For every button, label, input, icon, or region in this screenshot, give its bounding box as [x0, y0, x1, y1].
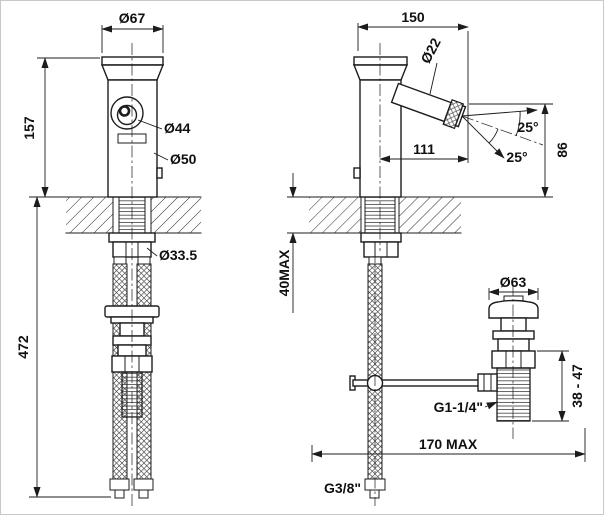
dim-label-spray-angle-lower: 25° — [506, 149, 527, 165]
dim-label-spout-tube-diameter: Ø22 — [417, 35, 444, 66]
dim-reach-111: 111 — [379, 141, 469, 163]
dim-label-spout-top-diameter: Ø67 — [119, 10, 146, 26]
pop-up-rod — [349, 374, 480, 392]
dim-height-above-deck: 157 — [21, 57, 100, 198]
dim-spout-tube-diameter: Ø22 — [417, 35, 444, 95]
faucet-body-side — [352, 56, 467, 198]
dim-label-inlet-thread: G3/8" — [324, 480, 361, 496]
mounting-shank-side — [360, 196, 402, 258]
dim-label-spout-reach: 111 — [413, 141, 435, 157]
dim-label-height-above-deck: 157 — [21, 116, 37, 140]
dim-label-waste-adjust-range: 38 - 47 — [569, 364, 585, 408]
dim-label-waste-thread: G1-1/4" — [434, 399, 483, 415]
dim-shank-diameter: Ø33.5 — [146, 247, 197, 263]
dim-label-handle-diameter: Ø44 — [164, 120, 191, 136]
spray-angle-annotation: 25° 25° — [461, 107, 544, 165]
dim-label-spout-height: 86 — [554, 142, 570, 158]
dim-waste-cap-diameter: Ø63 — [488, 274, 539, 300]
pop-up-waste-side — [477, 295, 539, 422]
side-view: 25° 25° — [276, 9, 586, 506]
dim-label-shank-diameter: Ø33.5 — [159, 247, 197, 263]
dim-front-top-diameter: Ø67 — [101, 10, 164, 53]
dim-waste-distance: 170 MAX — [311, 428, 586, 462]
dim-label-body-diameter: Ø50 — [170, 151, 197, 167]
front-view: Ø67 157 472 Ø44 Ø50 Ø33.5 — [15, 10, 202, 506]
dim-label-waste-cap-diameter: Ø63 — [500, 274, 527, 290]
dim-below-deck-length: 472 — [15, 196, 111, 498]
dim-inlet-thread: G3/8" — [324, 480, 361, 496]
handle-knob-outline — [110, 96, 144, 130]
deck-section-front — [65, 196, 202, 234]
dim-waste-range: 38 - 47 — [532, 350, 585, 422]
faucet-body-front — [100, 56, 165, 198]
deck-section-side — [308, 196, 462, 234]
dim-label-spray-angle-upper: 25° — [517, 119, 538, 135]
dim-depth-150: 150 — [357, 9, 469, 163]
dim-spout-height-86: 86 — [461, 103, 570, 198]
dim-handle-diameter: Ø44 — [137, 119, 191, 136]
dim-label-total-depth: 150 — [401, 9, 425, 25]
dim-body-diameter: Ø50 — [153, 151, 197, 167]
dim-label-max-waste-distance: 170 MAX — [419, 436, 478, 452]
spout — [390, 82, 467, 130]
dim-label-max-deck-thickness: 40MAX — [276, 249, 292, 296]
dim-label-below-deck-length: 472 — [15, 335, 31, 359]
dim-waste-thread: G1-1/4" — [434, 399, 498, 415]
dim-deck-thickness: 40MAX — [276, 173, 309, 313]
